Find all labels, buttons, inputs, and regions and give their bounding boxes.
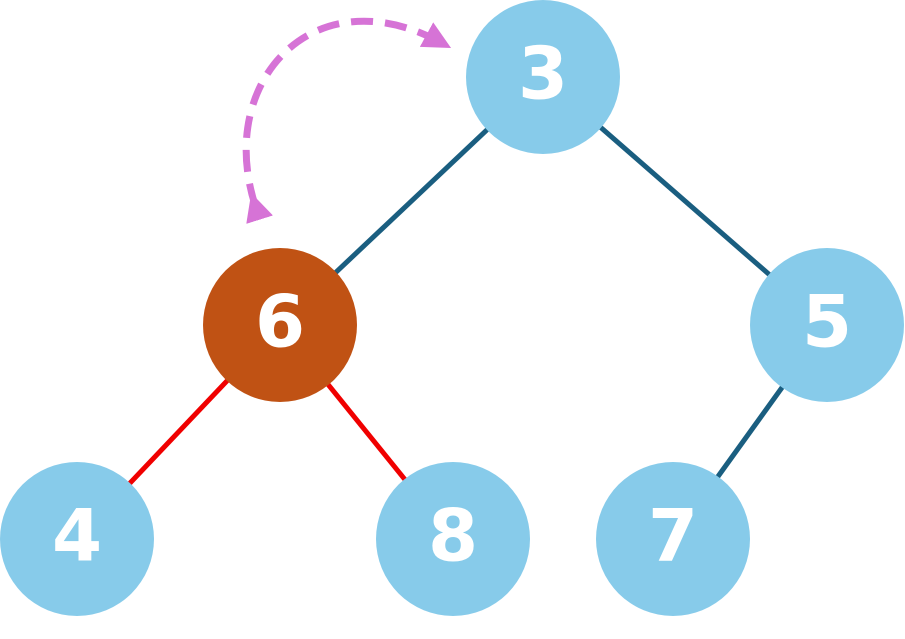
node-3-label: 3 (518, 32, 568, 116)
node-6-label: 6 (255, 280, 305, 364)
node-5: 5 (750, 248, 904, 402)
node-8: 8 (376, 462, 530, 616)
node-6-circle (203, 248, 357, 402)
edge-3-6 (332, 126, 491, 276)
node-4-label: 4 (52, 494, 102, 578)
node-6: 6 (203, 248, 357, 402)
node-5-circle (750, 248, 904, 402)
tree-nodes: 3 6 5 4 8 7 (0, 0, 904, 616)
node-5-label: 5 (802, 280, 852, 364)
edge-6-8 (325, 381, 408, 483)
edge-5-7 (714, 384, 786, 480)
node-7: 7 (596, 462, 750, 616)
node-4: 4 (0, 462, 154, 616)
node-7-label: 7 (648, 494, 698, 578)
node-3-circle (466, 0, 620, 154)
swap-arrow (242, 17, 452, 224)
node-8-circle (376, 462, 530, 616)
edge-3-5 (597, 124, 773, 278)
node-4-circle (0, 462, 154, 616)
node-8-label: 8 (428, 494, 478, 578)
edge-6-4 (126, 377, 231, 487)
node-3: 3 (466, 0, 620, 154)
node-7-circle (596, 462, 750, 616)
